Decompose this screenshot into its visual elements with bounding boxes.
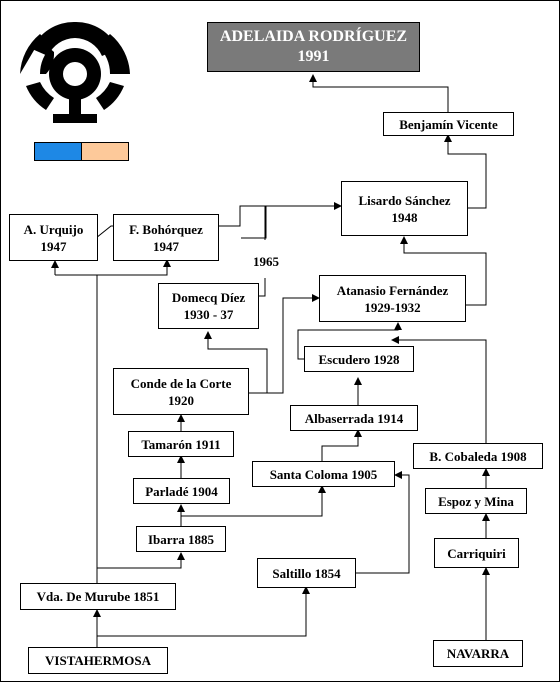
- node-espoz: Espoz y Mina: [425, 488, 527, 514]
- flag-peach-stripe: [81, 142, 129, 161]
- node-bohorquez-line2: 1947: [153, 238, 179, 254]
- node-lisardo-line2: 1948: [391, 209, 418, 225]
- title-box-line2: 1991: [297, 48, 330, 65]
- node-saltillo-label: Saltillo 1854: [272, 565, 341, 581]
- node-ibarra-label: Ibarra 1885: [147, 531, 215, 547]
- node-vistahermosa-label: VISTAHERMOSA: [45, 653, 151, 668]
- node-santa-coloma-label: Santa Coloma 1905: [269, 466, 378, 482]
- node-domecq: Domecq Díez 1930 - 37: [158, 283, 259, 329]
- node-atanasio: Atanasio Fernández 1929-1932: [319, 275, 466, 322]
- node-ibarra: Ibarra 1885: [136, 526, 226, 552]
- node-carriquiri-label: Carriquiri: [447, 545, 506, 561]
- title-box-adelaida: ADELAIDA RODRÍGUEZ 1991: [207, 22, 420, 72]
- node-cobaleda-label: B. Cobaleda 1908: [429, 448, 527, 464]
- node-benjamin-label: Benjamín Vicente: [399, 116, 498, 132]
- node-navarra: NAVARRA: [433, 640, 523, 667]
- node-murube-label: Vda. De Murube 1851: [36, 589, 160, 604]
- node-conde: Conde de la Corte 1920: [113, 368, 249, 415]
- year-label-1965: 1965: [251, 254, 281, 270]
- node-tamaron-label: Tamarón 1911: [141, 436, 221, 452]
- node-vistahermosa: VISTAHERMOSA: [28, 647, 168, 674]
- ganaderia-brand-icon: [20, 21, 130, 123]
- node-bohorquez: F. Bohórquez 1947: [113, 214, 219, 261]
- node-espoz-label: Espoz y Mina: [438, 493, 514, 509]
- node-domecq-line2: 1930 - 37: [183, 307, 234, 322]
- node-urquijo: A. Urquijo 1947: [9, 214, 98, 261]
- node-albaserrada-label: Albaserrada 1914: [304, 410, 404, 426]
- title-box-line1: ADELAIDA RODRÍGUEZ: [219, 28, 408, 45]
- node-albaserrada: Albaserrada 1914: [290, 405, 418, 431]
- node-domecq-line1: Domecq Díez: [171, 290, 246, 305]
- node-conde-line2: 1920: [168, 392, 194, 408]
- node-lisardo-line1: Lisardo Sánchez: [358, 192, 451, 208]
- node-escudero: Escudero 1928: [304, 346, 414, 372]
- node-conde-line1: Conde de la Corte: [130, 375, 232, 391]
- node-santa-coloma: Santa Coloma 1905: [252, 461, 395, 487]
- node-atanasio-line2: 1929-1932: [364, 299, 421, 315]
- node-atanasio-line1: Atanasio Fernández: [336, 282, 449, 298]
- node-cobaleda: B. Cobaleda 1908: [413, 443, 543, 469]
- node-bohorquez-line1: F. Bohórquez: [129, 221, 203, 237]
- node-tamaron: Tamarón 1911: [128, 431, 234, 457]
- flag-blue-stripe: [34, 142, 82, 161]
- node-urquijo-line2: 1947: [40, 238, 67, 254]
- node-lisardo: Lisardo Sánchez 1948: [341, 181, 468, 236]
- node-escudero-label: Escudero 1928: [318, 351, 400, 367]
- node-navarra-label: NAVARRA: [446, 646, 510, 661]
- node-carriquiri: Carriquiri: [434, 538, 519, 568]
- node-parlade-label: Parladé 1904: [145, 483, 218, 499]
- node-saltillo: Saltillo 1854: [257, 558, 356, 588]
- node-parlade: Parladé 1904: [133, 478, 230, 504]
- node-urquijo-line1: A. Urquijo: [23, 221, 84, 237]
- node-benjamin: Benjamín Vicente: [383, 112, 514, 136]
- node-murube: Vda. De Murube 1851: [20, 583, 176, 610]
